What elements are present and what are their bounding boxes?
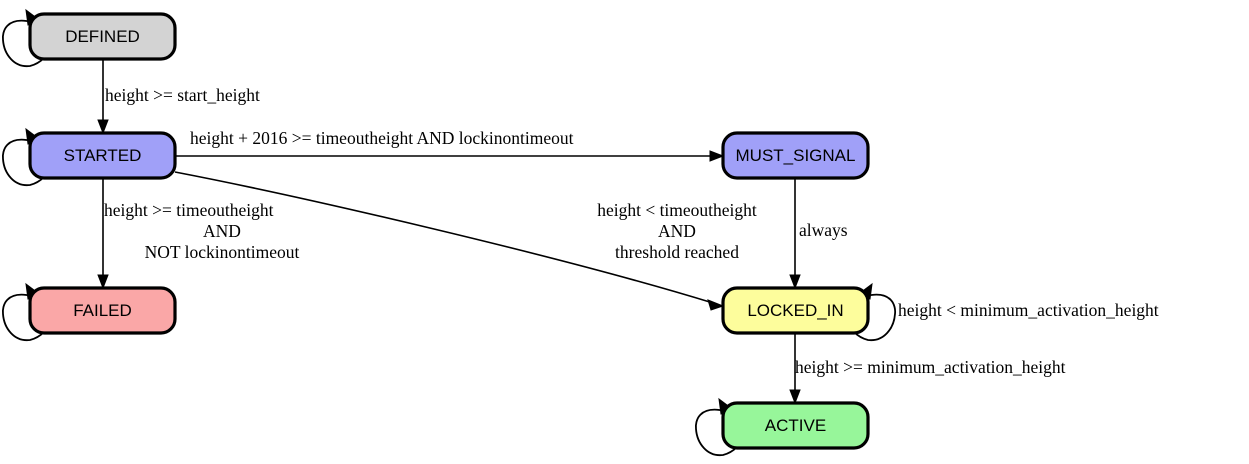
edge-label-started-to-locked-in: height < timeoutheight AND threshold rea… <box>597 200 757 262</box>
edge-started-to-failed <box>97 178 109 290</box>
edge-locked-in-to-active <box>789 333 801 405</box>
edge-defined-to-started <box>97 59 109 135</box>
state-label-defined: DEFINED <box>65 27 140 46</box>
edge-label-started-to-failed: height >= timeoutheight AND NOT lockinon… <box>104 200 300 262</box>
state-node-failed[interactable]: FAILED <box>28 286 177 335</box>
state-node-must-signal[interactable]: MUST_SIGNAL <box>721 131 870 180</box>
state-node-locked-in[interactable]: LOCKED_IN <box>721 286 870 335</box>
state-label-active: ACTIVE <box>765 416 826 435</box>
edge-started-to-locked-in <box>174 171 725 311</box>
svg-text:height < timeoutheight: height < timeoutheight <box>597 200 757 220</box>
state-label-started: STARTED <box>64 146 142 165</box>
edge-label-locked-in-self-loop: height < minimum_activation_height <box>898 300 1159 320</box>
svg-text:threshold reached: threshold reached <box>615 242 739 262</box>
state-label-locked-in: LOCKED_IN <box>747 301 843 320</box>
svg-text:height >= timeoutheight: height >= timeoutheight <box>104 200 274 220</box>
state-label-failed: FAILED <box>73 301 132 320</box>
svg-text:NOT lockinontimeout: NOT lockinontimeout <box>145 242 300 262</box>
edge-must-signal-to-locked-in <box>789 178 801 290</box>
svg-text:AND: AND <box>658 221 696 241</box>
edge-label-started-to-must-signal: height + 2016 >= timeoutheight AND locki… <box>190 128 574 148</box>
state-node-started[interactable]: STARTED <box>28 131 177 180</box>
state-node-defined[interactable]: DEFINED <box>28 12 177 61</box>
state-label-must-signal: MUST_SIGNAL <box>736 146 856 165</box>
state-node-active[interactable]: ACTIVE <box>721 401 870 450</box>
edge-label-defined-to-started: height >= start_height <box>105 85 260 105</box>
svg-text:AND: AND <box>203 221 241 241</box>
edge-label-locked-in-to-active: height >= minimum_activation_height <box>795 357 1066 377</box>
edge-started-to-must-signal <box>175 150 725 162</box>
edge-label-must-signal-to-locked-in: always <box>799 220 848 240</box>
